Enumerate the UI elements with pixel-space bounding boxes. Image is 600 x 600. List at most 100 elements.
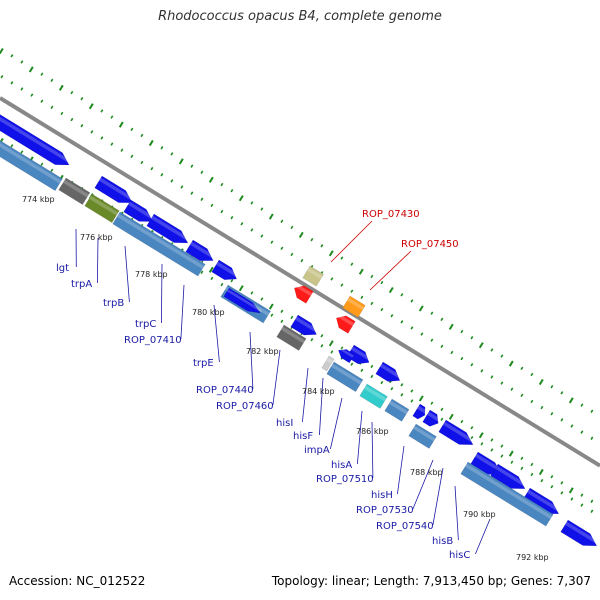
cds-8-shape — [359, 383, 388, 409]
gene-leader-line — [302, 367, 309, 423]
tick-dot — [440, 407, 444, 412]
gene-leader-line — [454, 485, 459, 541]
cds-1-shine — [63, 179, 89, 198]
tick-dot — [110, 142, 114, 146]
tick-dot — [568, 487, 574, 494]
tick-dot — [10, 81, 14, 85]
tick-dot — [40, 99, 44, 103]
cds-5-shine — [281, 326, 306, 344]
tick-dot — [30, 93, 34, 97]
cds-3-shine — [117, 213, 205, 270]
cds-10 — [408, 423, 437, 449]
tick-dot — [28, 66, 34, 73]
gene-label: ROP_07410 — [124, 335, 182, 346]
forward-gene-14-shine — [527, 489, 562, 513]
forward-gene-8-shine — [380, 363, 403, 380]
red-feature-0-shine — [295, 283, 313, 297]
tick-dot — [560, 418, 564, 422]
forward-gene-7-shine — [351, 346, 372, 362]
gene-label: impA — [304, 445, 330, 456]
cds-1-shape — [58, 177, 91, 205]
tick-dot — [590, 509, 594, 513]
tick-dot — [490, 448, 494, 452]
tick-dot — [280, 319, 284, 323]
tick-dot — [520, 456, 524, 461]
red-feature-1-shape — [336, 315, 356, 334]
tick-dot — [320, 344, 324, 348]
tick-dot — [460, 356, 464, 361]
tick-dot — [200, 270, 204, 274]
tick-dot — [540, 405, 544, 410]
tick-dot — [110, 115, 114, 119]
tick-dot — [310, 237, 314, 242]
tick-dot — [280, 246, 284, 250]
cds-10-shape — [408, 423, 437, 449]
tick-dot — [260, 297, 264, 301]
cds-6-shape — [321, 355, 335, 372]
tick-dot — [490, 348, 494, 352]
tick-dot — [370, 374, 374, 379]
tick-dot — [590, 409, 594, 413]
tick-dot — [170, 179, 174, 183]
tick-dot — [500, 454, 504, 458]
red-feature-0-shape — [294, 285, 314, 304]
tick-dot — [530, 399, 534, 404]
gene-leader-line — [124, 245, 130, 303]
tick-dot — [580, 430, 584, 434]
tick-dot — [320, 244, 324, 248]
tick-dot — [148, 139, 154, 147]
tick-dot — [590, 436, 594, 440]
tick-dot — [370, 364, 374, 369]
forward-gene-6-shine — [295, 316, 320, 334]
tick-dot — [230, 188, 234, 193]
tick-dot — [580, 493, 584, 497]
red-leader-line — [369, 250, 412, 291]
tick-dot — [540, 478, 544, 483]
gene-label: ROP_07440 — [196, 385, 254, 396]
tick-dot — [350, 362, 354, 366]
gene-leader-line — [412, 459, 434, 510]
gene-label: trpA — [71, 279, 92, 290]
tick-dot — [290, 315, 294, 320]
tick-dot — [250, 201, 254, 205]
gene-label-red: ROP_07450 — [401, 239, 459, 250]
gene-label: ROP_07530 — [356, 505, 414, 516]
tick-dot — [130, 127, 134, 132]
tick-dot — [90, 130, 94, 134]
forward-gene-5-shape — [211, 259, 238, 281]
forward-gene-2-shine — [128, 201, 156, 221]
cds-0-shape — [0, 137, 63, 192]
tick-dot — [150, 166, 154, 171]
cds-11-shine — [465, 463, 553, 520]
tick-dot — [350, 289, 354, 293]
tick-dot — [410, 399, 414, 403]
tick-dot — [230, 215, 234, 220]
forward-gene-11 — [438, 419, 476, 446]
cds-7 — [326, 361, 364, 393]
kbp-tick-label: 774 kbp — [22, 195, 55, 204]
tick-dot — [448, 323, 454, 330]
forward-gene-4 — [185, 239, 216, 261]
reverse-gene-1 — [223, 287, 263, 314]
cds-2-shine — [89, 195, 119, 216]
forward-gene-0-shape — [0, 111, 70, 166]
reverse-gene-0-shine — [338, 347, 354, 358]
tick-dot — [238, 285, 244, 292]
cds-9-shape — [384, 398, 410, 422]
tick-dot — [270, 313, 274, 317]
tick-dot — [310, 337, 314, 342]
tick-dot — [400, 393, 404, 397]
tick-dot — [190, 164, 194, 168]
forward-gene-2 — [123, 199, 156, 222]
tick-dot — [500, 444, 504, 448]
tick-dot — [140, 160, 144, 165]
tick-dot — [50, 105, 54, 110]
tick-dot — [208, 176, 214, 183]
cds-2-shape — [84, 193, 120, 224]
tick-dot — [50, 168, 54, 173]
cds-1 — [58, 177, 91, 205]
tick-dot — [20, 60, 24, 64]
forward-gene-3 — [146, 213, 191, 244]
tick-dot — [470, 363, 474, 367]
tick-dot — [200, 170, 204, 174]
